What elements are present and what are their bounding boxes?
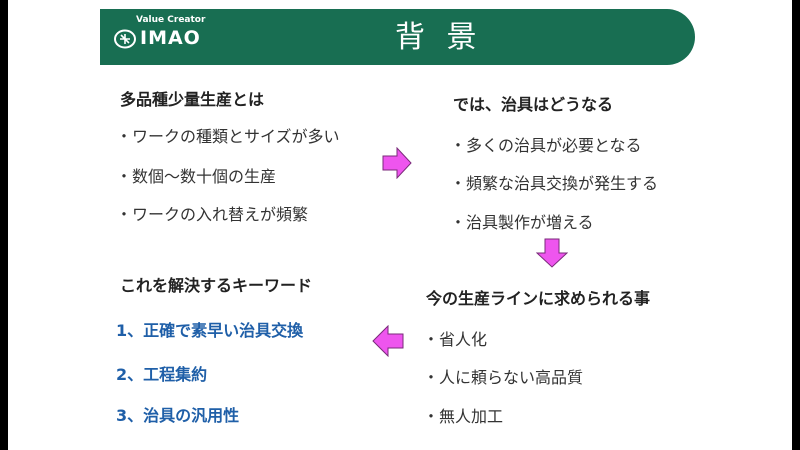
list-item: ・ワークの種類とサイズが多い: [116, 127, 340, 146]
keyword-item: 2、工程集約: [116, 365, 208, 384]
slide: Value Creator IMAO 背 景 多品種少量生産とは ・ワークの種類…: [8, 0, 792, 450]
keyword-item: 3、治具の汎用性: [116, 406, 240, 425]
heading-what-about-jigs: では、治具はどうなる: [453, 95, 614, 114]
list-item: ・治具製作が増える: [450, 213, 594, 232]
logo: Value Creator IMAO: [114, 14, 214, 58]
page-title: 背 景: [395, 20, 483, 55]
heading-high-mix-low-volume: 多品種少量生産とは: [120, 90, 265, 109]
logo-wordmark: IMAO: [140, 27, 201, 49]
list-item: ・数個〜数十個の生産: [116, 167, 277, 186]
imao-logo-icon: [114, 29, 136, 49]
list-item: ・ワークの入れ替えが頻繁: [116, 205, 309, 224]
title-banner: Value Creator IMAO 背 景: [100, 9, 695, 65]
list-item: ・頻繁な治具交換が発生する: [450, 174, 659, 193]
logo-tagline: Value Creator: [136, 15, 206, 25]
keyword-item: 1、正確で素早い治具交換: [116, 321, 304, 340]
list-item: ・省人化: [423, 330, 488, 349]
list-item: ・無人加工: [423, 407, 504, 426]
heading-line-requirements: 今の生産ラインに求められる事: [426, 289, 651, 308]
arrow-left-icon: [372, 325, 404, 357]
list-item: ・人に頼らない高品質: [423, 368, 584, 387]
arrow-right-icon: [382, 147, 412, 179]
list-item: ・多くの治具が必要となる: [450, 136, 642, 155]
arrow-down-icon: [536, 238, 568, 268]
heading-solution-keywords: これを解決するキーワード: [120, 276, 313, 295]
